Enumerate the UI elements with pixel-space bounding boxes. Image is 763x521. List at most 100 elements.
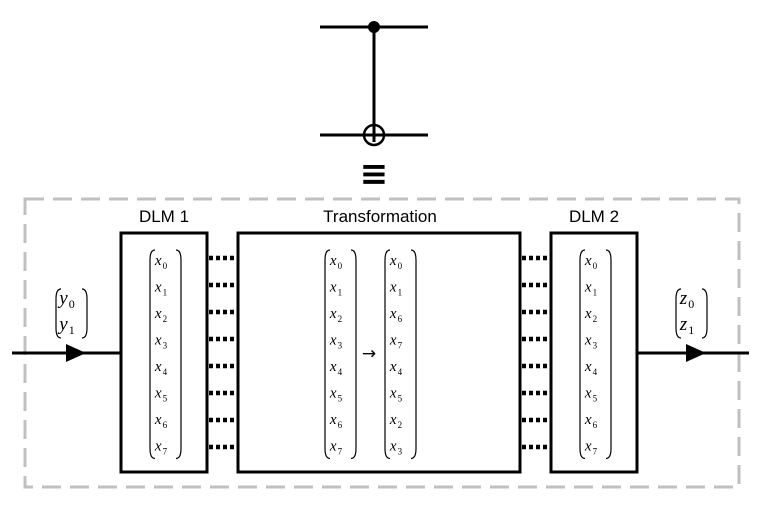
transform-before-subscript-4: 4: [338, 367, 343, 377]
transform-after-left-paren: [384, 249, 391, 460]
dlm1-entry-7: x7: [154, 439, 168, 457]
dlm2-subscript-2: 2: [593, 314, 598, 324]
transform-before-entry-2: x2: [329, 306, 342, 324]
dlm1-subscript-3: 3: [163, 341, 168, 351]
transform-after-subscript-6: 2: [398, 420, 403, 430]
transform-after-entry-3: x7: [389, 333, 403, 351]
dlm2-subscript-0: 0: [593, 261, 598, 271]
transform-after-subscript-7: 3: [398, 447, 403, 457]
transform-before-subscript-3: 3: [338, 341, 343, 351]
dlm1-entry-1: x1: [154, 280, 167, 298]
dlm2-subscript-4: 4: [593, 367, 598, 377]
dlm2-left-paren: [579, 249, 586, 460]
dlm1-entry-0: x0: [154, 253, 168, 271]
output-left-paren: [675, 288, 682, 339]
output-vector: z0 z1: [675, 288, 708, 339]
output-entry-0: z0: [679, 288, 694, 311]
dlm2-subscript-7: 7: [593, 447, 598, 457]
dlm2-subscript-5: 5: [593, 394, 598, 404]
input-arrow-head: [66, 344, 86, 362]
transform-after-subscript-3: 7: [398, 341, 403, 351]
dlm2-entry-4: x4: [584, 359, 598, 377]
dlm1-entry-2: x2: [154, 306, 167, 324]
dlm1-subscript-2: 2: [163, 314, 168, 324]
dlm1-subscript-6: 6: [163, 420, 168, 430]
dlm2-entry-1: x1: [584, 280, 597, 298]
dlm2-subscript-6: 6: [593, 420, 598, 430]
dlm1-subscript-7: 7: [163, 447, 168, 457]
cnot-gate: [320, 21, 428, 147]
dlm2-box: [549, 231, 639, 474]
equivalence-symbol: ≡: [360, 154, 389, 194]
dlm1-entry-5: x5: [154, 386, 168, 404]
dlm2-entry-0: x0: [584, 253, 598, 271]
input-right-paren: [81, 288, 88, 339]
input-vector: y0 y1: [55, 288, 88, 339]
vectors: x0 x1 x2 x3 x4 x5 x6 x7 x0 x1 x2 x3 x4 x5 x6 x7 x0 x1 x6 x7…: [55, 249, 708, 460]
transform-after-right-paren: [410, 249, 417, 460]
dlm1-label: DLM 1: [139, 207, 189, 226]
dlm1-subscript-5: 5: [163, 394, 168, 404]
dlm2-right-paren: [605, 249, 612, 460]
dlm2-entry-7: x7: [584, 439, 598, 457]
transform-before-subscript-7: 7: [338, 447, 343, 457]
transform-before-entry-1: x1: [329, 280, 342, 298]
transform-after-entry-0: x0: [389, 253, 403, 271]
transform-after-entry-4: x4: [389, 359, 403, 377]
transform-after-subscript-0: 0: [398, 261, 403, 271]
input-entry-0: y0: [57, 288, 74, 311]
transform-after-entry-1: x1: [389, 280, 402, 298]
transform-before-right-paren: [350, 249, 357, 460]
transform-before-entry-4: x4: [329, 359, 343, 377]
transform-before-subscript-2: 2: [338, 314, 343, 324]
transform-after-entry-2: x6: [389, 306, 403, 324]
connection-dots: [209, 255, 551, 450]
transform-after-entry-5: x5: [389, 386, 403, 404]
output-arrow-head: [686, 344, 706, 362]
dlm1-left-paren: [149, 249, 156, 460]
transform-arrow: →: [362, 344, 376, 364]
transform-before-subscript-5: 5: [338, 394, 343, 404]
transform-after-subscript-1: 1: [398, 288, 403, 298]
output-subscript-0: 0: [688, 297, 694, 311]
output-entry-1: z1: [679, 314, 694, 337]
transform-after-subscript-2: 6: [398, 314, 403, 324]
dlm2-subscript-3: 3: [593, 341, 598, 351]
output-subscript-1: 1: [688, 323, 694, 337]
transform-before-subscript-1: 1: [338, 288, 343, 298]
transformation-label: Transformation: [323, 207, 437, 226]
dlm1-subscript-1: 1: [163, 288, 168, 298]
dlm1-subscript-4: 4: [163, 367, 168, 377]
dlm2-entry-5: x5: [584, 386, 598, 404]
transform-before-left-paren: [324, 249, 331, 460]
transform-after-subscript-5: 5: [398, 394, 403, 404]
input-subscript-1: 1: [69, 323, 75, 337]
input-left-paren: [55, 288, 62, 339]
transform-after-vector: x0 x1 x6 x7 x4 x5 x2 x3: [384, 249, 417, 460]
dashed-region: [23, 197, 741, 489]
dlm1-entry-4: x4: [154, 359, 168, 377]
transform-after-subscript-4: 4: [398, 367, 403, 377]
transform-before-entry-0: x0: [329, 253, 343, 271]
transform-before-subscript-6: 6: [338, 420, 343, 430]
dlm2-entry-2: x2: [584, 306, 597, 324]
input-entry-1: y1: [57, 314, 74, 337]
dlm1-right-paren: [175, 249, 182, 460]
dlm2-subscript-1: 1: [593, 288, 598, 298]
output-right-paren: [701, 288, 708, 339]
dlm1-subscript-0: 0: [163, 261, 168, 271]
dlm1-entry-3: x3: [154, 333, 168, 351]
transform-after-entry-6: x2: [389, 412, 402, 430]
transform-before-entry-6: x6: [329, 412, 343, 430]
transform-after-entry-7: x3: [389, 439, 403, 457]
transformation-box: [236, 231, 522, 474]
transform-before-entry-7: x7: [329, 439, 343, 457]
dlm1-entry-6: x6: [154, 412, 168, 430]
transform-before-entry-5: x5: [329, 386, 343, 404]
input-subscript-0: 0: [69, 297, 75, 311]
transform-before-subscript-0: 0: [338, 261, 343, 271]
dlm2-label: DLM 2: [569, 207, 619, 226]
